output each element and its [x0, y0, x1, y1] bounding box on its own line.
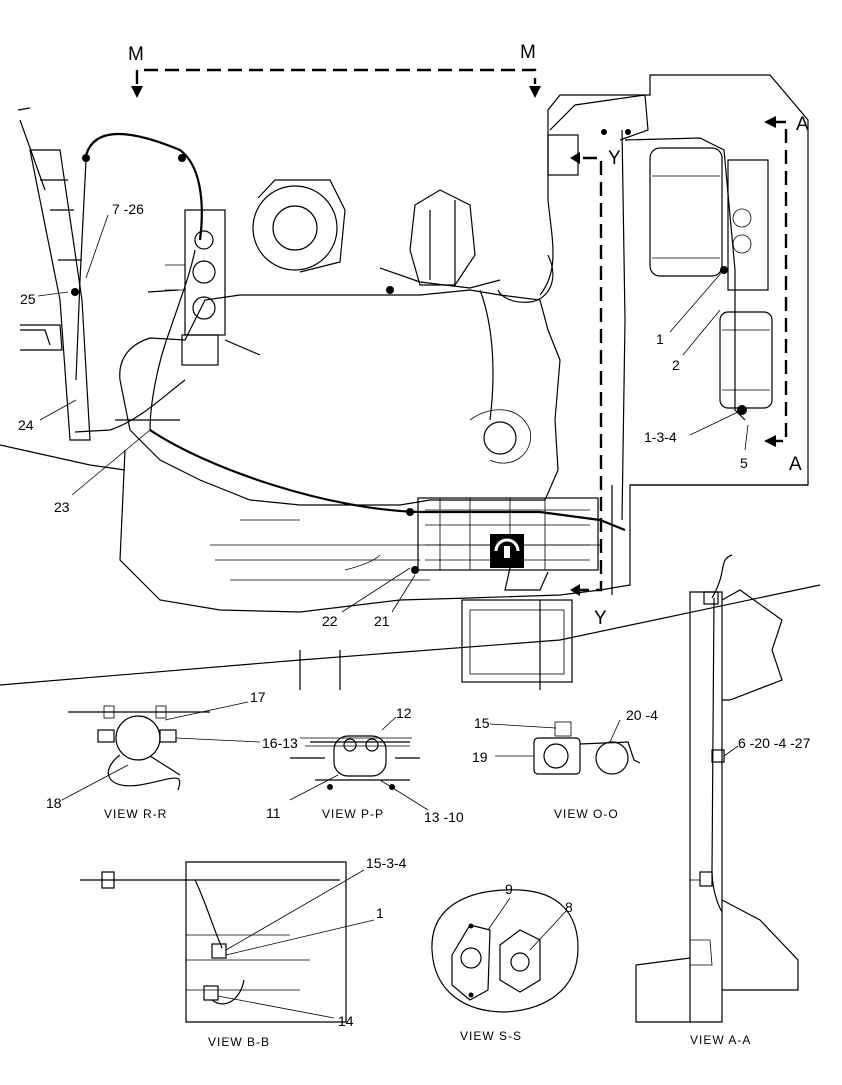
callout-8: 8: [565, 899, 573, 915]
section-line-m-m: M M: [128, 42, 541, 98]
callout-14: 14: [338, 1013, 354, 1029]
section-line-y-y: Y Y: [570, 148, 621, 629]
relay-housing: [344, 497, 599, 591]
harness-clips: [71, 129, 747, 574]
callout-13-10: 13 -10: [424, 809, 464, 825]
callout-24: 24: [18, 417, 34, 433]
view-a-a: 6 -20 -4 -27 VIEW A-A: [635, 554, 811, 1047]
view-caption-r-r: VIEW R-R: [104, 807, 167, 821]
callout-2: 2: [672, 357, 680, 373]
callout-20-4: 20 -4: [626, 707, 658, 723]
callout-23: 23: [54, 499, 70, 515]
callout-19: 19: [472, 749, 488, 765]
callout-1: 1: [656, 331, 664, 347]
view-p-p: 12 11 13 -10 VIEW P-P: [266, 705, 464, 825]
view-b-b: 15-3-4 1 14 VIEW B-B: [80, 855, 407, 1049]
main-assembly-view: M M A A Y Y: [0, 42, 821, 690]
callout-25: 25: [20, 291, 36, 307]
view-r-r: 17 16-13 18 VIEW R-R: [46, 689, 298, 821]
callout-5: 5: [740, 455, 748, 471]
section-marker-m-left: M: [128, 44, 144, 65]
callout-9: 9: [505, 881, 513, 897]
callout-17: 17: [250, 689, 266, 705]
view-caption-a-a: VIEW A-A: [690, 1033, 751, 1047]
control-valve-block: [165, 209, 226, 366]
callout-12: 12: [396, 705, 412, 721]
view-s-s: 9 8 VIEW S-S: [431, 881, 579, 1043]
wiring-harness: [75, 129, 746, 532]
callout-15-3-4: 15-3-4: [366, 855, 407, 871]
callout-1-3-4: 1-3-4: [644, 429, 677, 445]
fuel-filter-assembly: [547, 94, 773, 409]
section-marker-a-bottom: A: [789, 454, 802, 475]
main-view-leaders: [37, 214, 749, 613]
view-o-o: 15 19 20 -4 VIEW O-O: [472, 707, 658, 821]
callout-16-13: 16-13: [262, 735, 298, 751]
view-caption-p-p: VIEW P-P: [322, 807, 384, 821]
view-caption-s-s: VIEW S-S: [460, 1029, 522, 1043]
section-marker-a-top: A: [796, 114, 809, 135]
callout-6-20-4-27: 6 -20 -4 -27: [738, 735, 811, 751]
callout-15: 15: [474, 715, 490, 731]
section-marker-y-bottom: Y: [594, 608, 607, 629]
view-caption-o-o: VIEW O-O: [554, 807, 619, 821]
section-marker-m-right: M: [520, 42, 536, 63]
section-line-a-a: A A: [764, 114, 809, 475]
section-marker-y-top: Y: [608, 148, 621, 169]
exhaust-stack: [17, 107, 91, 441]
view-caption-b-b: VIEW B-B: [208, 1035, 270, 1049]
callout-1-view-b-b: 1: [376, 905, 384, 921]
callout-18: 18: [46, 795, 62, 811]
callout-11: 11: [266, 805, 281, 821]
callout-21: 21: [374, 613, 390, 629]
callout-7-26: 7 -26: [112, 201, 144, 217]
engine-block: [0, 74, 809, 613]
callout-22: 22: [322, 613, 338, 629]
